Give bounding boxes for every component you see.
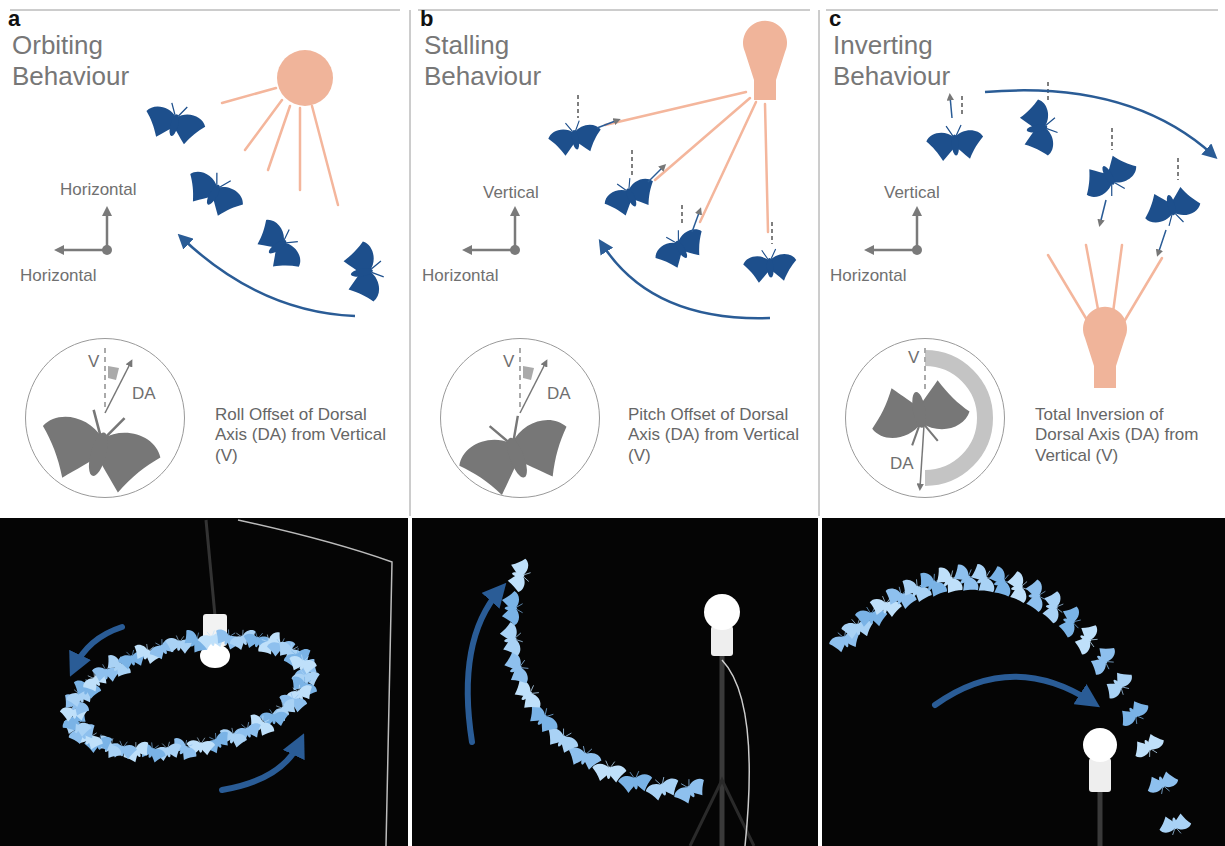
inversion-inset	[866, 348, 985, 488]
axis-label: Horizontal	[422, 266, 499, 286]
moth-frame	[1130, 730, 1168, 763]
panel-frame	[10, 10, 1218, 516]
inset-caption: Total Inversion of Dorsal Axis (DA) from…	[1035, 405, 1215, 466]
axes-symbol	[58, 210, 112, 255]
moth-frame	[498, 621, 525, 659]
inset-circle: V DA	[25, 338, 185, 498]
moth-frame	[502, 591, 523, 625]
moth-frame	[287, 652, 319, 676]
axis-label: Vertical	[884, 183, 940, 203]
axes-symbol	[466, 210, 520, 255]
axis-label: Horizontal	[830, 266, 907, 286]
moth-frame	[670, 773, 710, 808]
moth-frame	[509, 675, 546, 715]
axes-symbol	[868, 210, 922, 255]
panel-heading: Inverting Behaviour	[833, 30, 993, 92]
panel-heading: Orbiting Behaviour	[12, 30, 172, 92]
stalling-illustration	[546, 21, 798, 318]
moth-frame	[1144, 769, 1181, 798]
inset-circle: V DA	[845, 338, 1005, 498]
moth-frame	[1157, 812, 1192, 837]
panel-letter: b	[420, 6, 433, 32]
axis-label: Vertical	[483, 183, 539, 203]
photo-panels	[0, 518, 1225, 846]
axis-label: Horizontal	[60, 180, 137, 200]
moth-frame	[1086, 641, 1120, 679]
axis-label: DA	[132, 385, 156, 404]
axis-label: DA	[547, 385, 571, 404]
axis-label: Horizontal	[20, 266, 97, 286]
moth-frame	[1056, 603, 1084, 639]
vertical-label: V	[503, 353, 514, 372]
moth-frame	[506, 556, 533, 594]
photo-moths	[58, 556, 1192, 837]
inset-circle: V DA	[440, 338, 600, 498]
vertical-label: V	[88, 353, 99, 372]
roll-inset	[31, 348, 168, 501]
moth-frame	[1071, 620, 1102, 658]
pitch-inset	[450, 348, 581, 505]
moth-frame	[1101, 667, 1137, 704]
inset-caption: Roll Offset of Dorsal Axis (DA) from Ver…	[215, 405, 395, 466]
inset-caption: Pitch Offset of Dorsal Axis (DA) from Ve…	[628, 405, 808, 466]
axis-label: DA	[890, 455, 914, 474]
panel-heading: Stalling Behaviour	[424, 30, 584, 92]
photo-lamps	[200, 520, 1117, 846]
moth-frame	[1025, 579, 1046, 612]
vertical-label: V	[908, 349, 919, 368]
photo-arrows	[74, 590, 1092, 790]
panel-letter: a	[8, 6, 20, 32]
moth-frame	[1041, 590, 1064, 624]
inverting-illustration	[925, 82, 1213, 388]
panel-letter: c	[829, 6, 841, 32]
moth-frame	[1006, 570, 1031, 605]
orbiting-illustration	[141, 50, 388, 316]
moth-frame	[1115, 696, 1152, 731]
